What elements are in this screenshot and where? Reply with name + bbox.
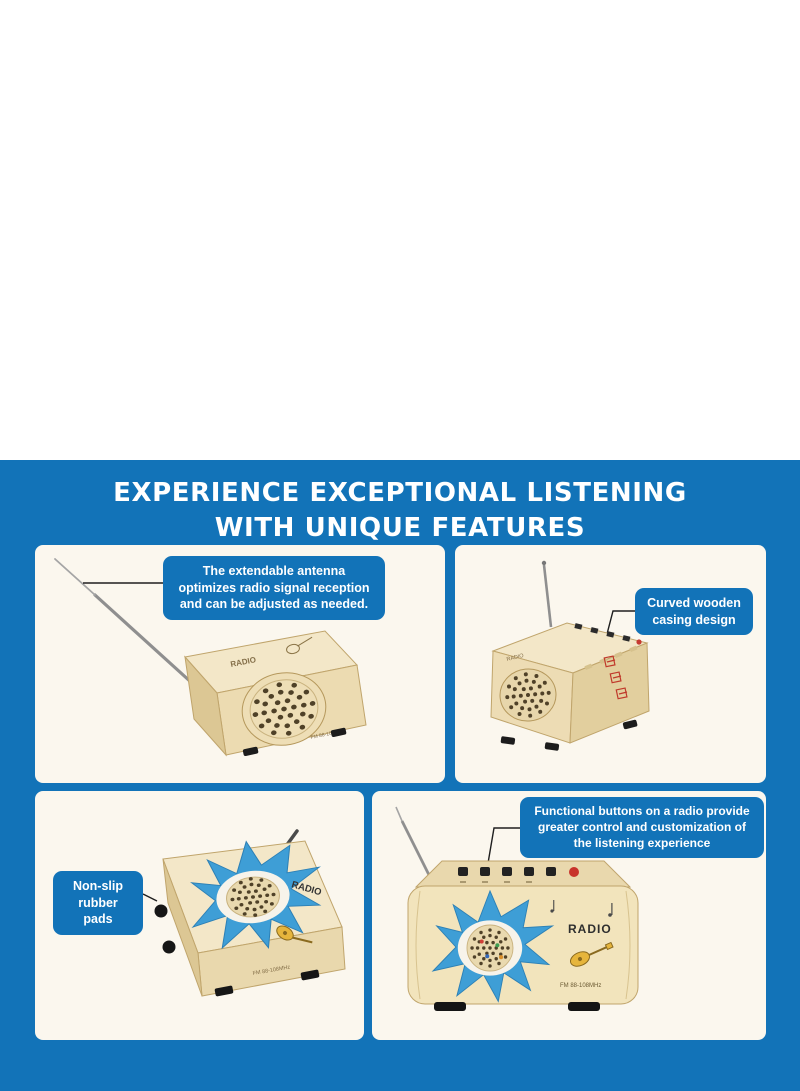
- rubber-pads: [154, 904, 320, 997]
- antenna-line: [542, 564, 553, 628]
- rubber-feet: [242, 727, 347, 756]
- guitar-doodle: [286, 636, 313, 655]
- section-title: EXPERIENCE EXCEPTIONAL LISTENING WITH UN…: [0, 476, 800, 546]
- rubber-feet: [434, 1002, 600, 1011]
- feature-section: EXPERIENCE EXCEPTIONAL LISTENING WITH UN…: [0, 460, 800, 1091]
- radio-photo-casing: RADIO: [490, 560, 650, 751]
- function-buttons: [458, 867, 556, 876]
- antenna-tip: [541, 560, 547, 566]
- brand-marking: RADIO: [506, 653, 525, 663]
- guitar-doodle: [569, 941, 614, 967]
- feature-card-casing: RADIO Curved wooden casing design: [455, 545, 766, 783]
- callout-casing: Curved wooden casing design: [635, 588, 753, 635]
- feature-card-antenna: RADIO FM 88-108MHz The extendable antenn…: [35, 545, 445, 783]
- music-note-doodles: [550, 900, 613, 917]
- band-marking: FM 88-108MHz: [560, 983, 601, 989]
- paint-splash-speaker: [432, 890, 554, 1002]
- callout-antenna: The extendable antenna optimizes radio s…: [163, 556, 385, 620]
- callout-buttons: Functional buttons on a radio provide gr…: [520, 797, 764, 859]
- radio-photo-antenna: RADIO FM 88-108MHz: [54, 558, 367, 757]
- guitar-doodle: [276, 925, 313, 944]
- finger-joints: [584, 645, 638, 670]
- side-character-art: [603, 655, 628, 700]
- power-button: [569, 867, 579, 877]
- paint-splash-speaker: [182, 832, 329, 958]
- antenna-lower-segment: [93, 593, 205, 695]
- feature-card-buttons: RADIO FM 88-108MHz Functional buttons on…: [372, 791, 766, 1040]
- antenna-upper-segment: [54, 558, 96, 596]
- callout-connector-line: [142, 893, 158, 902]
- brand-marking: RADIO: [568, 922, 612, 936]
- feature-card-pads: RADIO FM 88-108MHz Non-slip rubber pads: [35, 791, 364, 1040]
- callout-pads: Non-slip rubber pads: [53, 871, 143, 935]
- power-button: [636, 639, 642, 645]
- top-whitespace: [0, 0, 800, 460]
- radio-photo-buttons: RADIO FM 88-108MHz: [395, 806, 639, 1011]
- callout-connector-line: [485, 827, 520, 876]
- title-line-1: EXPERIENCE EXCEPTIONAL LISTENING: [113, 478, 687, 508]
- rubber-feet: [500, 719, 638, 751]
- top-buttons: [574, 623, 631, 642]
- title-line-2: WITH UNIQUE FEATURES: [214, 513, 586, 543]
- radio-top-face: [414, 860, 632, 888]
- radio-photo-pads: RADIO FM 88-108MHz: [142, 829, 346, 997]
- speaker-grille: [241, 672, 327, 746]
- kerf-bend-lines: [415, 890, 631, 1000]
- speaker-grille: [499, 668, 557, 722]
- antenna-upper-segment: [395, 806, 403, 822]
